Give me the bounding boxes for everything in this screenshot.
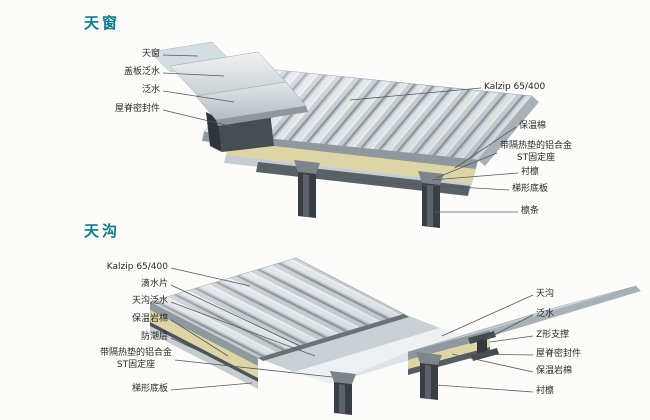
label-ridge-seal-2: 屋脊密封件 bbox=[536, 349, 582, 359]
purlin-highlight bbox=[427, 185, 433, 227]
label-liner-purlin: 衬檩 bbox=[521, 167, 540, 177]
label-trapezoidal-deck-2: 梯形底板 bbox=[131, 384, 168, 394]
st-clip bbox=[294, 160, 320, 174]
label-st-clip: 带隔热垫的铝合金 ST固定座 bbox=[500, 141, 573, 163]
trapezoidal-deck-layer bbox=[150, 326, 258, 389]
gutter-left-wall bbox=[258, 314, 440, 372]
leader-line bbox=[371, 181, 510, 191]
section-title-skylight: 天窗 bbox=[84, 14, 121, 32]
label-rock-wool: 保温岩棉 bbox=[131, 314, 168, 324]
panel-cut-face bbox=[150, 302, 258, 366]
label-liner-purlin-2: 衬檩 bbox=[536, 386, 555, 396]
label-trapezoidal-deck: 梯形底板 bbox=[512, 184, 549, 194]
vapor-barrier-layer bbox=[150, 322, 258, 382]
leader-line bbox=[170, 284, 301, 347]
leader-line bbox=[483, 314, 534, 341]
drip-edge bbox=[258, 314, 409, 361]
leader-line bbox=[170, 267, 251, 287]
panel-end-cap bbox=[478, 96, 539, 166]
leader-line bbox=[349, 87, 482, 101]
leader-line bbox=[170, 301, 316, 357]
label-vapor-barrier: 防潮层 bbox=[140, 332, 168, 342]
leader-line bbox=[435, 384, 534, 393]
purlin-highlight bbox=[425, 365, 431, 399]
base-flashing-edge bbox=[216, 106, 308, 126]
insulation-wool-layer bbox=[226, 141, 476, 183]
label-flashing-2: 泛水 bbox=[536, 309, 555, 319]
gutter-diagram bbox=[149, 257, 641, 415]
label-rock-wool-2: 保温岩棉 bbox=[536, 366, 573, 376]
z-support bbox=[468, 331, 496, 344]
leader-line bbox=[170, 337, 241, 371]
label-insulation-wool: 保温棉 bbox=[519, 121, 547, 131]
skylight-diagram bbox=[149, 41, 539, 228]
st-clip bbox=[330, 371, 356, 384]
rock-wool-layer bbox=[150, 310, 258, 378]
leader-line bbox=[431, 172, 519, 181]
leader-line bbox=[162, 90, 235, 103]
label-flashing: 泛水 bbox=[141, 85, 160, 95]
leader-line bbox=[174, 359, 333, 378]
leader-line bbox=[170, 382, 253, 391]
label-drip-flashing: 滴水片 bbox=[140, 279, 168, 289]
panel-sheen bbox=[150, 258, 404, 358]
leader-lines bbox=[162, 54, 534, 393]
leader-line bbox=[162, 54, 199, 57]
leader-line bbox=[463, 353, 534, 356]
label-st-clip-2: 带隔热垫的铝合金 ST固定座 bbox=[99, 348, 172, 370]
purlin-highlight bbox=[339, 384, 345, 414]
st-clip bbox=[416, 352, 442, 365]
leader-line bbox=[162, 109, 239, 129]
gutter-bottom bbox=[294, 328, 476, 384]
purlin-highlight bbox=[303, 174, 309, 217]
leader-line bbox=[435, 152, 498, 179]
leader-line bbox=[170, 319, 229, 357]
leader-line bbox=[451, 353, 534, 373]
st-clip bbox=[418, 171, 444, 185]
panel-cut-face bbox=[408, 330, 490, 360]
label-kalzip-panel: Kalzip 65/400 bbox=[484, 82, 546, 92]
label-gutter: 天沟 bbox=[536, 289, 555, 299]
panel-end-cap bbox=[490, 286, 641, 335]
label-skylight: 天窗 bbox=[141, 49, 160, 59]
label-kalzip-panel-2: Kalzip 65/400 bbox=[106, 262, 168, 272]
leader-line bbox=[441, 294, 534, 337]
panel-sheen bbox=[408, 286, 636, 352]
label-cover-flashing: 盖板泛水 bbox=[123, 67, 160, 77]
label-ridge-seal: 屋脊密封件 bbox=[114, 104, 160, 114]
leader-line bbox=[489, 335, 534, 343]
label-gutter-flashing: 天沟泛水 bbox=[131, 296, 168, 306]
section-title-gutter: 天沟 bbox=[84, 222, 121, 240]
leader-line bbox=[162, 72, 225, 77]
label-purlin: 檩条 bbox=[521, 206, 540, 216]
label-z-support: Z形支撑 bbox=[536, 330, 570, 340]
leader-line bbox=[454, 126, 517, 169]
